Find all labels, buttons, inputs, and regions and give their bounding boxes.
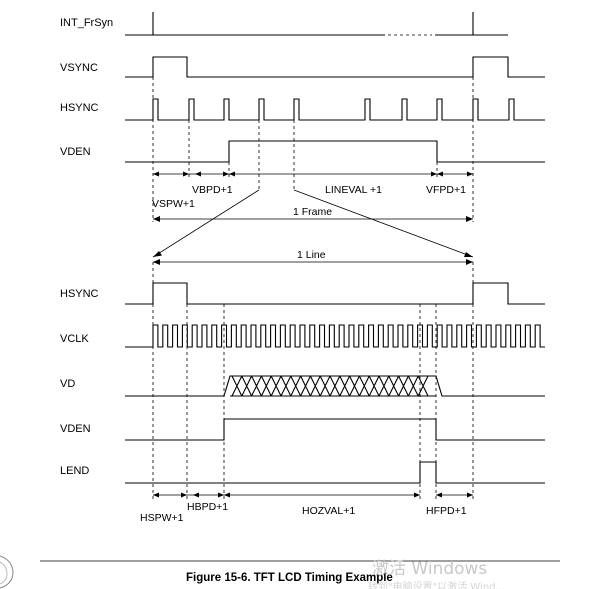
label-vden-top: VDEN — [60, 146, 91, 158]
zoom-lines — [152, 189, 474, 258]
label-vd: VD — [60, 378, 75, 390]
waveform-lend — [125, 461, 545, 484]
watermark-activate-hint: 转到"电脑设置"以激活 Wind... — [368, 580, 505, 589]
waveform-vd — [125, 375, 545, 397]
line-guides — [152, 262, 474, 500]
annotation-frame: 1 Frame — [293, 206, 332, 218]
annotation-line: 1 Line — [297, 249, 326, 261]
annotation-vbpd: VBPD+1 — [192, 184, 233, 196]
label-int-frsyn: INT_FrSyn — [60, 17, 113, 29]
waveform-vclk — [125, 324, 545, 348]
label-hsync-bottom: HSYNC — [60, 288, 99, 300]
annotation-hspw: HSPW+1 — [140, 512, 184, 524]
figure-caption: Figure 15-6. TFT LCD Timing Example — [186, 572, 393, 584]
label-vclk: VCLK — [60, 333, 89, 345]
line-dimension-arrow — [153, 259, 473, 265]
waveform-vsync — [125, 56, 545, 78]
waveform-int-frsyn — [125, 12, 508, 36]
line-dimension-arrows — [153, 492, 473, 498]
annotation-lineval: LINEVAL +1 — [325, 184, 382, 196]
vd-data-crossings — [231, 375, 429, 397]
label-vsync: VSYNC — [60, 62, 98, 74]
watermark-activate-windows: 激活 Windows — [372, 559, 487, 579]
frame-guides — [152, 77, 474, 222]
waveform-hsync-line — [125, 282, 545, 305]
annotation-vfpd: VFPD+1 — [426, 184, 466, 196]
frame-dimension-arrows — [153, 171, 473, 222]
waveform-hsync-frame — [125, 98, 545, 121]
label-hsync-top: HSYNC — [60, 102, 99, 114]
waveform-vden-frame — [125, 140, 545, 163]
label-lend: LEND — [60, 465, 89, 477]
annotation-hbpd: HBPD+1 — [187, 501, 228, 513]
annotation-hfpd: HFPD+1 — [426, 505, 467, 517]
waveform-vden-line — [125, 418, 545, 441]
page-corner-mark-inner — [0, 561, 8, 585]
annotation-vspw: VSPW+1 — [152, 198, 195, 210]
label-vden-bottom: VDEN — [60, 423, 91, 435]
page-corner-mark — [0, 555, 14, 589]
annotation-hozval: HOZVAL+1 — [302, 505, 355, 517]
